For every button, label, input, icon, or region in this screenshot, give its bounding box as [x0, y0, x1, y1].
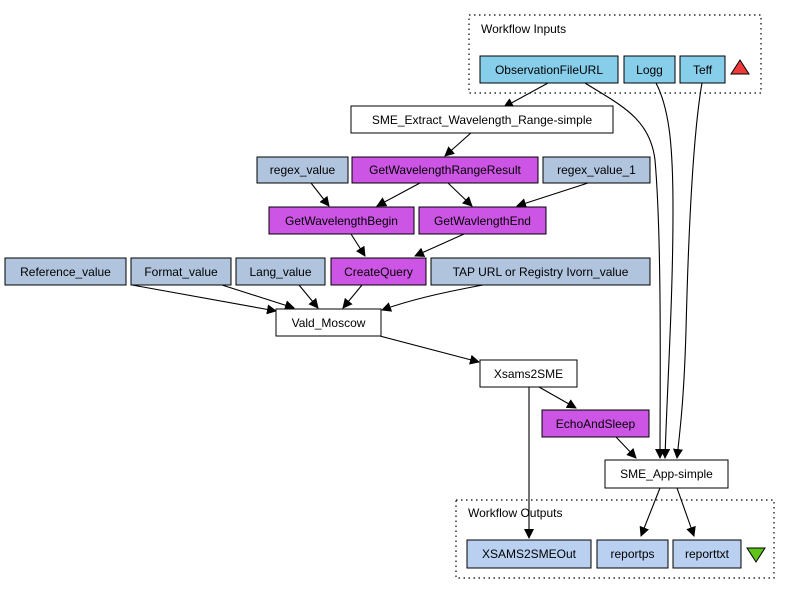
- edges-layer: [131, 82, 703, 539]
- node-label: Vald_Moscow: [292, 316, 366, 330]
- clusters-layer: Workflow Inputs Workflow Outputs: [455, 14, 775, 579]
- node-label: reporttxt: [685, 547, 730, 561]
- node-getwavelengthbegin[interactable]: GetWavelengthBegin: [268, 206, 415, 235]
- nodes-layer: ObservationFileURL Logg Teff SME_Extract…: [4, 55, 742, 569]
- node-reporttxt[interactable]: reporttxt: [672, 539, 742, 569]
- node-format-value[interactable]: Format_value: [130, 257, 232, 286]
- node-label: GetWavelengthBegin: [285, 214, 398, 228]
- node-xsams2sme[interactable]: Xsams2SME: [479, 359, 578, 388]
- edge-sme-app-to-reporttxt: [676, 487, 696, 537]
- node-vald-moscow[interactable]: Vald_Moscow: [275, 308, 382, 337]
- node-teff[interactable]: Teff: [679, 55, 726, 84]
- node-label: SME_App-simple: [620, 467, 713, 481]
- node-regex-value[interactable]: regex_value: [256, 156, 349, 184]
- edge-getwavlengthend-to-createquery: [414, 233, 465, 257]
- red-up-triangle-icon: [730, 59, 750, 75]
- node-label: ObservationFileURL: [495, 63, 603, 77]
- node-label: Logg: [636, 63, 663, 77]
- edge-sme-extract-to-getwavelengthrangeresult: [444, 131, 473, 157]
- edge-logg-to-sme-app: [655, 82, 674, 459]
- node-sme-app-simple[interactable]: SME_App-simple: [604, 459, 729, 489]
- green-down-triangle-icon: [746, 547, 766, 563]
- node-label: TAP URL or Registry Ivorn_value: [453, 265, 629, 279]
- node-sme-extract-wavelength-range-simple[interactable]: SME_Extract_Wavelength_Range-simple: [350, 105, 614, 134]
- edge-regex-value-to-getwavelengthbegin: [310, 182, 330, 207]
- workflow-outputs-label: Workflow Outputs: [468, 506, 562, 520]
- edge-vald-moscow-to-xsams2sme: [379, 335, 480, 365]
- node-label: GetWavelengthRangeResult: [369, 163, 521, 177]
- workflow-outputs-cluster: Workflow Outputs: [455, 499, 775, 579]
- workflow-inputs-cluster: Workflow Inputs: [468, 14, 762, 94]
- node-label: Format_value: [144, 265, 218, 279]
- node-label: Lang_value: [249, 265, 311, 279]
- edge-createquery-to-vald-moscow: [342, 284, 363, 309]
- node-label: reportps: [610, 547, 654, 561]
- node-label: regex_value: [270, 163, 336, 177]
- node-label: regex_value_1: [557, 163, 636, 177]
- edge-echoandsleep-to-sme-app: [615, 436, 637, 459]
- edge-tap-url-to-vald-moscow: [381, 284, 484, 312]
- edge-sme-app-to-reportps: [639, 487, 661, 537]
- node-getwavlengthend[interactable]: GetWavlengthEnd: [418, 206, 547, 235]
- workflow-inputs-label: Workflow Inputs: [481, 22, 566, 36]
- edge-regex-value-1-to-getwavlengthend: [516, 182, 589, 208]
- edge-getwavelengthbegin-to-createquery: [350, 233, 366, 257]
- node-tap-url-or-registry-ivorn-value[interactable]: TAP URL or Registry Ivorn_value: [430, 257, 651, 286]
- node-lang-value[interactable]: Lang_value: [235, 257, 326, 286]
- node-echoandsleep[interactable]: EchoAndSleep: [541, 409, 650, 438]
- node-reportps[interactable]: reportps: [596, 539, 669, 569]
- edge-format-value-to-vald-moscow: [221, 284, 295, 311]
- edge-reference-value-to-vald-moscow: [131, 284, 277, 315]
- node-reference-value[interactable]: Reference_value: [4, 257, 127, 286]
- edge-lang-value-to-vald-moscow: [298, 284, 319, 309]
- node-xsams2smeout[interactable]: XSAMS2SMEOut: [466, 539, 592, 569]
- node-label: Xsams2SME: [494, 367, 563, 381]
- node-observationfileurl[interactable]: ObservationFileURL: [479, 55, 619, 84]
- edge-getwavelengthrangeresult-to-getwavelengthbegin: [376, 182, 421, 207]
- node-label: Teff: [693, 63, 713, 77]
- node-getwavelengthrangeresult[interactable]: GetWavelengthRangeResult: [351, 156, 539, 184]
- node-createquery[interactable]: CreateQuery: [330, 257, 427, 286]
- edge-observationfileurl-to-sme-extract: [503, 82, 549, 108]
- node-label: Reference_value: [20, 265, 111, 279]
- edge-observationfileurl-to-sme-app: [584, 82, 666, 459]
- edge-xsams2sme-to-echoandsleep: [538, 386, 577, 409]
- node-regex-value-1[interactable]: regex_value_1: [542, 156, 651, 184]
- edge-getwavelengthrangeresult-to-getwavlengthend: [447, 182, 473, 207]
- node-label: EchoAndSleep: [556, 417, 636, 431]
- node-label: CreateQuery: [344, 265, 413, 279]
- node-label: XSAMS2SMEOut: [482, 547, 577, 561]
- edge-teff-to-sme-app: [672, 82, 703, 459]
- node-logg[interactable]: Logg: [623, 55, 676, 84]
- node-label: GetWavlengthEnd: [434, 214, 531, 228]
- node-label: SME_Extract_Wavelength_Range-simple: [372, 113, 593, 127]
